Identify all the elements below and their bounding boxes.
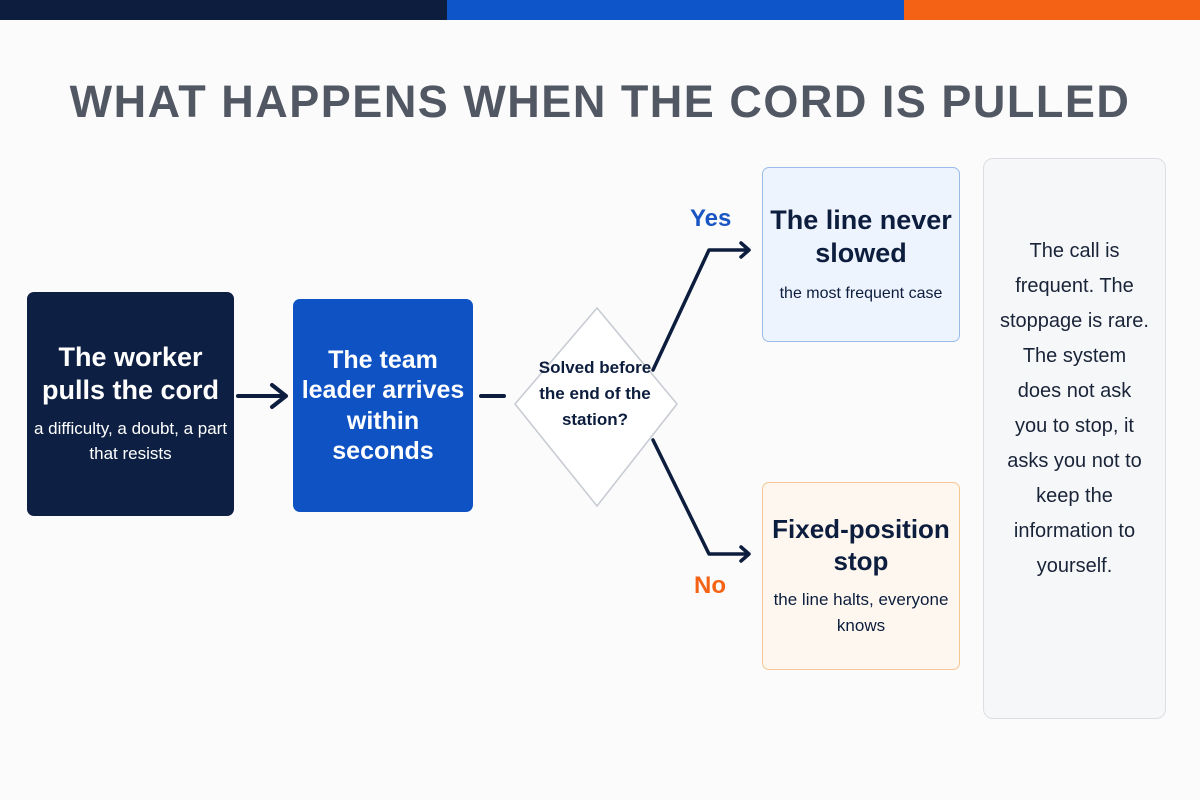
- arrowhead-no: [739, 545, 751, 563]
- top-accent-bar: [0, 0, 1200, 20]
- worker-heading: The worker pulls the cord: [41, 342, 220, 406]
- outcome-fixed-position-stop: Fixed-position stop the line halts, ever…: [762, 482, 960, 670]
- arrowhead-yes: [739, 241, 751, 259]
- summary-note-text: The call is frequent. The stoppage is ra…: [1000, 239, 1149, 577]
- decision-question: Solved before the end of the station?: [538, 358, 652, 429]
- accent-bar-orange: [904, 0, 1200, 20]
- yes-outcome-subtext: the most frequent case: [779, 284, 943, 302]
- no-outcome-subtext: the line halts, everyone knows: [773, 590, 949, 635]
- outcome-line-never-slowed: The line never slowed the most frequent …: [762, 167, 960, 342]
- accent-bar-blue: [447, 0, 904, 20]
- worker-subtext: a difficulty, a doubt, a part that resis…: [33, 419, 228, 463]
- no-outcome-heading: Fixed-position stop: [772, 513, 950, 576]
- arrowhead-worker-to-leader: [270, 383, 288, 409]
- summary-note-panel: The call is frequent. The stoppage is ra…: [983, 158, 1166, 719]
- arrow-yes-branch: [651, 248, 750, 372]
- accent-bar-navy: [0, 0, 447, 20]
- page-title: WHAT HAPPENS WHEN THE CORD IS PULLED: [69, 76, 1131, 127]
- step-worker-pulls-cord: The worker pulls the cord a difficulty, …: [27, 292, 234, 516]
- decision-diamond: [514, 307, 678, 507]
- step-team-leader-arrives: The team leader arrives within seconds: [293, 299, 473, 512]
- leader-heading: The team leader arrives within seconds: [301, 345, 465, 466]
- arrow-no-branch: [651, 438, 750, 556]
- no-label: No: [694, 572, 726, 599]
- yes-outcome-heading: The line never slowed: [770, 204, 952, 268]
- yes-label: Yes: [690, 205, 732, 232]
